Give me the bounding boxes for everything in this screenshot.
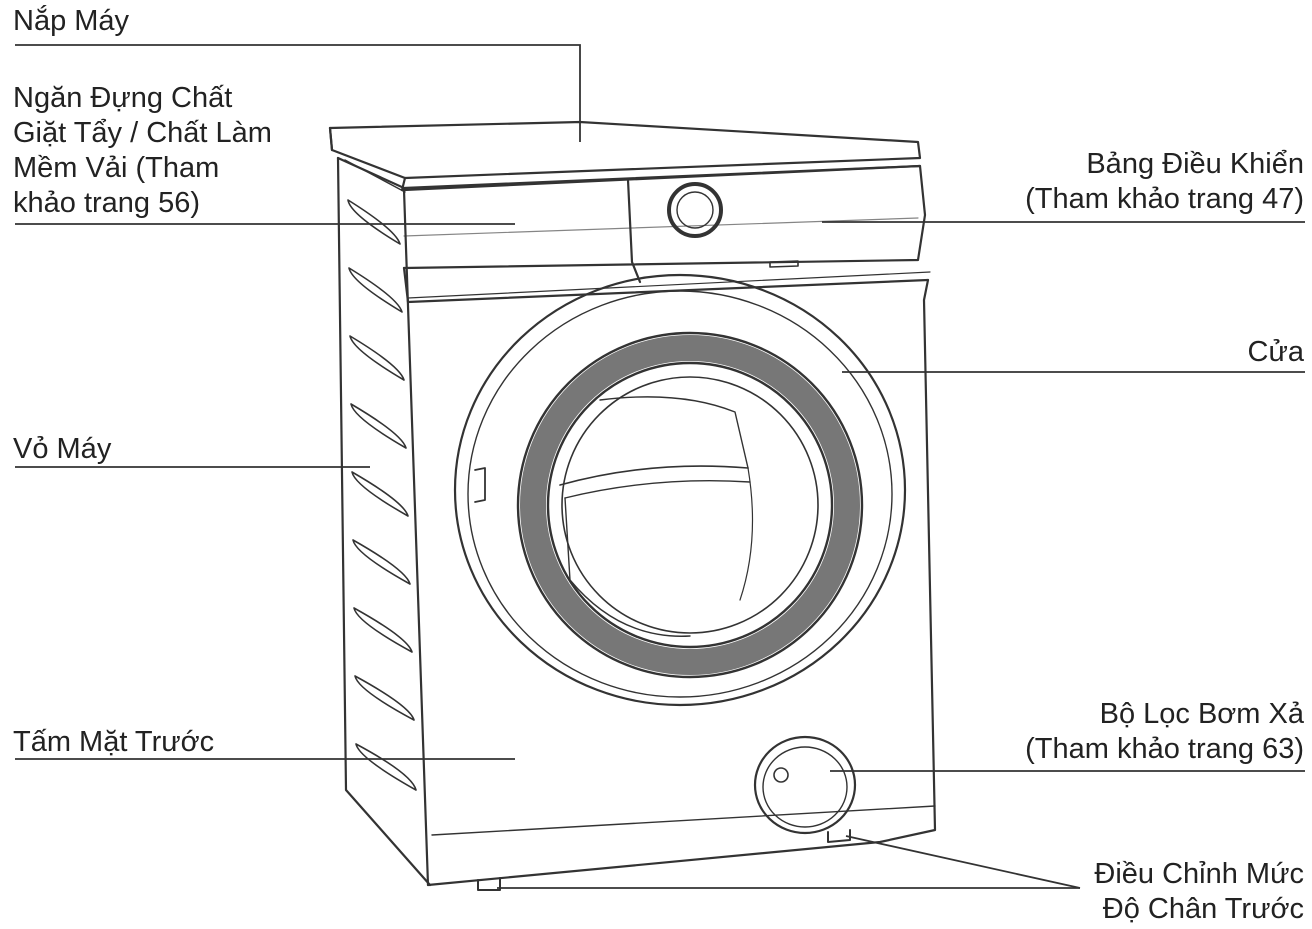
label-line: Cửa [1247, 336, 1305, 368]
label-line: Điều Chỉnh Mức [1094, 858, 1304, 890]
label-line: Vỏ Máy [13, 433, 112, 465]
label-drain-pump-filter: Bộ Lọc Bơm Xả (Tham khảo trang 63) [1025, 697, 1304, 767]
label-door: Cửa [1248, 335, 1305, 370]
leader-line-leveling-foot-right [845, 835, 1081, 889]
cabinet-side-outline [336, 156, 432, 887]
label-line: Nắp Máy [13, 5, 130, 37]
label-top-cover: Nắp Máy [13, 4, 129, 39]
label-line: khảo trang 56) [13, 187, 201, 219]
label-line: (Tham khảo trang 63) [1025, 733, 1304, 765]
label-detergent-drawer: Ngăn Đựng Chất Giặt Tẩy / Chất Làm Mềm V… [13, 81, 272, 221]
label-leveling-feet: Điều Chỉnh Mức Độ Chân Trước [1094, 857, 1304, 927]
label-line: (Tham khảo trang 47) [1025, 183, 1304, 215]
door-outline [453, 273, 907, 707]
door-glass-drum [559, 376, 819, 637]
label-line: Tấm Mặt Trước [13, 726, 215, 758]
label-line: Bộ Lọc Bơm Xả [1099, 698, 1304, 730]
label-control-panel: Bảng Điều Khiển (Tham khảo trang 47) [1025, 147, 1304, 217]
label-line: Giặt Tẩy / Chất Làm [13, 117, 272, 149]
label-line: Bảng Điều Khiển [1086, 148, 1304, 180]
label-line: Độ Chân Trước [1102, 893, 1304, 925]
power-indicator [769, 260, 799, 268]
leader-line-top-cover [15, 44, 581, 142]
front-panel-outline [402, 164, 937, 891]
label-line: Mềm Vải (Tham [13, 152, 220, 184]
drain-filter-cover [753, 735, 857, 835]
door-gasket-ring [516, 331, 864, 679]
label-cabinet: Vỏ Máy [13, 432, 111, 467]
label-front-panel: Tấm Mặt Trước [13, 725, 214, 760]
program-dial [667, 182, 723, 238]
label-line: Ngăn Đựng Chất [13, 82, 233, 114]
